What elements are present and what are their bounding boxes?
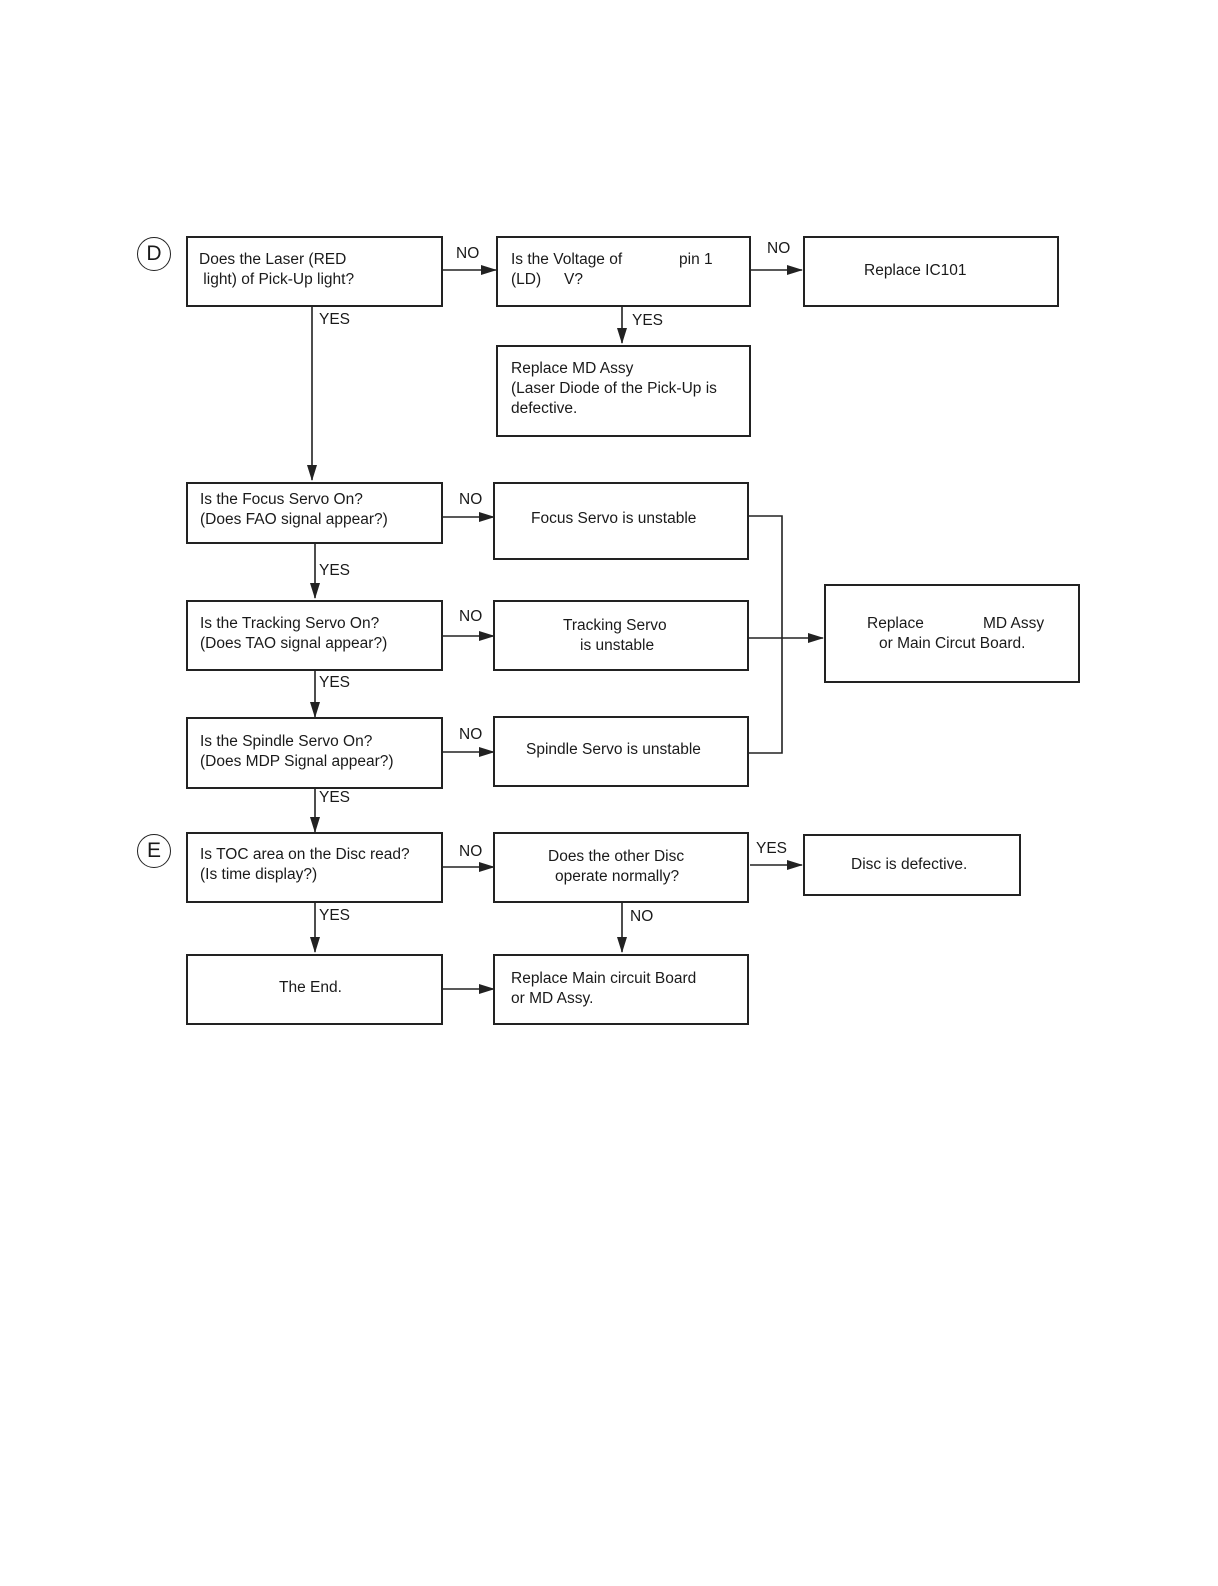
marker-e: E <box>137 834 171 868</box>
spindle-q-line1: Is the Spindle Servo On? <box>200 733 373 750</box>
md-assy-line1: Replace MD Assy <box>511 360 634 377</box>
focus-q-line2: (Does FAO signal appear?) <box>200 511 388 528</box>
label-voltage-no: NO <box>767 240 791 257</box>
node-other-disc-question <box>493 832 749 903</box>
replace-main-line1: Replace Main circuit Board <box>511 970 697 987</box>
label-focus-yes: YES <box>319 562 351 579</box>
node-focus-question <box>186 482 443 544</box>
label-tracking-no: NO <box>459 608 483 625</box>
node-tracking-unstable <box>493 600 749 671</box>
md-assy-line3: defective. <box>511 400 578 417</box>
node-replace-board <box>824 584 1080 683</box>
label-focus-no: NO <box>459 491 483 508</box>
replace-board-line1a: Replace <box>867 615 924 632</box>
node-spindle-question <box>186 717 443 789</box>
node-replace-ic101 <box>803 236 1059 307</box>
label-laser-yes: YES <box>319 311 351 328</box>
voltage-line1b: pin 1 <box>679 251 713 268</box>
laser-line1: Does the Laser (RED <box>199 251 347 268</box>
label-spindle-yes: YES <box>319 789 351 806</box>
tracking-q-line1: Is the Tracking Servo On? <box>200 615 380 632</box>
voltage-line2a: (LD) <box>511 271 542 288</box>
label-voltage-yes: YES <box>632 312 664 329</box>
replace-main-line2: or MD Assy. <box>511 990 594 1007</box>
laser-line2: light) of Pick-Up light? <box>199 271 355 288</box>
replace-board-line2: or Main Circut Board. <box>879 635 1026 652</box>
ic101-text: Replace IC101 <box>864 262 967 279</box>
tracking-bad-line2: is unstable <box>580 637 655 654</box>
focus-bad-text: Focus Servo is unstable <box>531 510 697 527</box>
node-tracking-question <box>186 600 443 671</box>
the-end-text: The End. <box>279 979 342 996</box>
node-replace-md-assy <box>496 345 751 437</box>
node-spindle-unstable <box>493 716 749 787</box>
other-disc-line1: Does the other Disc <box>548 848 685 865</box>
node-replace-main-board <box>493 954 749 1025</box>
marker-d: D <box>137 237 171 271</box>
label-tracking-yes: YES <box>319 674 351 691</box>
node-focus-unstable <box>493 482 749 560</box>
spindle-q-line2: (Does MDP Signal appear?) <box>200 753 394 770</box>
other-disc-line2: operate normally? <box>555 868 680 885</box>
node-disc-defective <box>803 834 1021 896</box>
label-toc-no: NO <box>459 843 483 860</box>
label-spindle-no: NO <box>459 726 483 743</box>
replace-board-line1b: MD Assy <box>983 615 1045 632</box>
toc-q-line2: (Is time display?) <box>200 866 318 883</box>
focus-q-line1: Is the Focus Servo On? <box>200 491 363 508</box>
voltage-line1a: Is the Voltage of <box>511 251 623 268</box>
label-laser-no: NO <box>456 245 480 262</box>
disc-defective-text: Disc is defective. <box>851 856 968 873</box>
toc-q-line1: Is TOC area on the Disc read? <box>200 846 410 863</box>
label-other-yes: YES <box>756 840 788 857</box>
label-other-no: NO <box>630 908 654 925</box>
tracking-q-line2: (Does TAO signal appear?) <box>200 635 388 652</box>
node-toc-question <box>186 832 443 903</box>
node-laser-question <box>186 236 443 307</box>
node-voltage-question <box>496 236 751 307</box>
bracket-servo-failures <box>748 515 783 754</box>
tracking-bad-line1: Tracking Servo <box>563 617 667 634</box>
spindle-bad-text: Spindle Servo is unstable <box>526 741 701 758</box>
label-toc-yes: YES <box>319 907 351 924</box>
md-assy-line2: (Laser Diode of the Pick-Up is <box>511 380 717 397</box>
node-the-end <box>186 954 443 1025</box>
voltage-line2b: V? <box>564 271 583 288</box>
